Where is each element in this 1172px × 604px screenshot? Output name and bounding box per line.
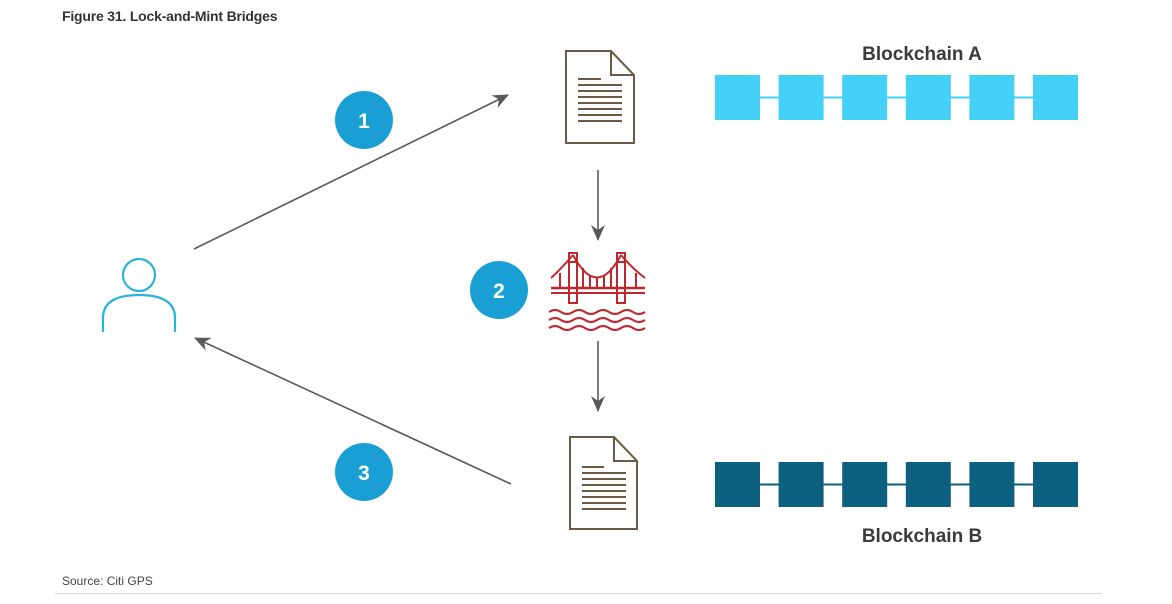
block bbox=[715, 75, 760, 120]
block bbox=[1033, 462, 1078, 507]
step-2-badge: 2 bbox=[470, 261, 528, 319]
document-icon bbox=[569, 436, 638, 530]
source-note: Source: Citi GPS bbox=[62, 574, 153, 588]
block bbox=[905, 75, 951, 120]
arrow-step-3 bbox=[194, 337, 512, 485]
blockchain-a-label: Blockchain A bbox=[862, 44, 982, 65]
block bbox=[778, 462, 824, 507]
block bbox=[969, 462, 1015, 507]
block bbox=[842, 462, 888, 507]
figure-title: Figure 31. Lock-and-Mint Bridges bbox=[62, 8, 278, 24]
user-icon bbox=[101, 257, 177, 332]
block bbox=[842, 75, 888, 120]
bottom-divider bbox=[55, 593, 1102, 594]
block bbox=[1033, 75, 1078, 120]
step-2-number: 2 bbox=[493, 280, 505, 303]
step-1-badge: 1 bbox=[335, 91, 393, 149]
arrow-step-1 bbox=[193, 94, 509, 250]
block bbox=[969, 75, 1015, 120]
blockchain-b bbox=[715, 462, 1078, 507]
step-3-badge: 3 bbox=[335, 443, 393, 501]
bridge-icon bbox=[548, 252, 646, 331]
block bbox=[778, 75, 824, 120]
step-3-number: 3 bbox=[358, 462, 370, 485]
blockchain-a bbox=[715, 75, 1078, 120]
blockchain-b-label: Blockchain B bbox=[862, 526, 982, 547]
block bbox=[715, 462, 760, 507]
block bbox=[905, 462, 951, 507]
step-1-number: 1 bbox=[358, 110, 370, 133]
document-icon bbox=[565, 50, 635, 144]
